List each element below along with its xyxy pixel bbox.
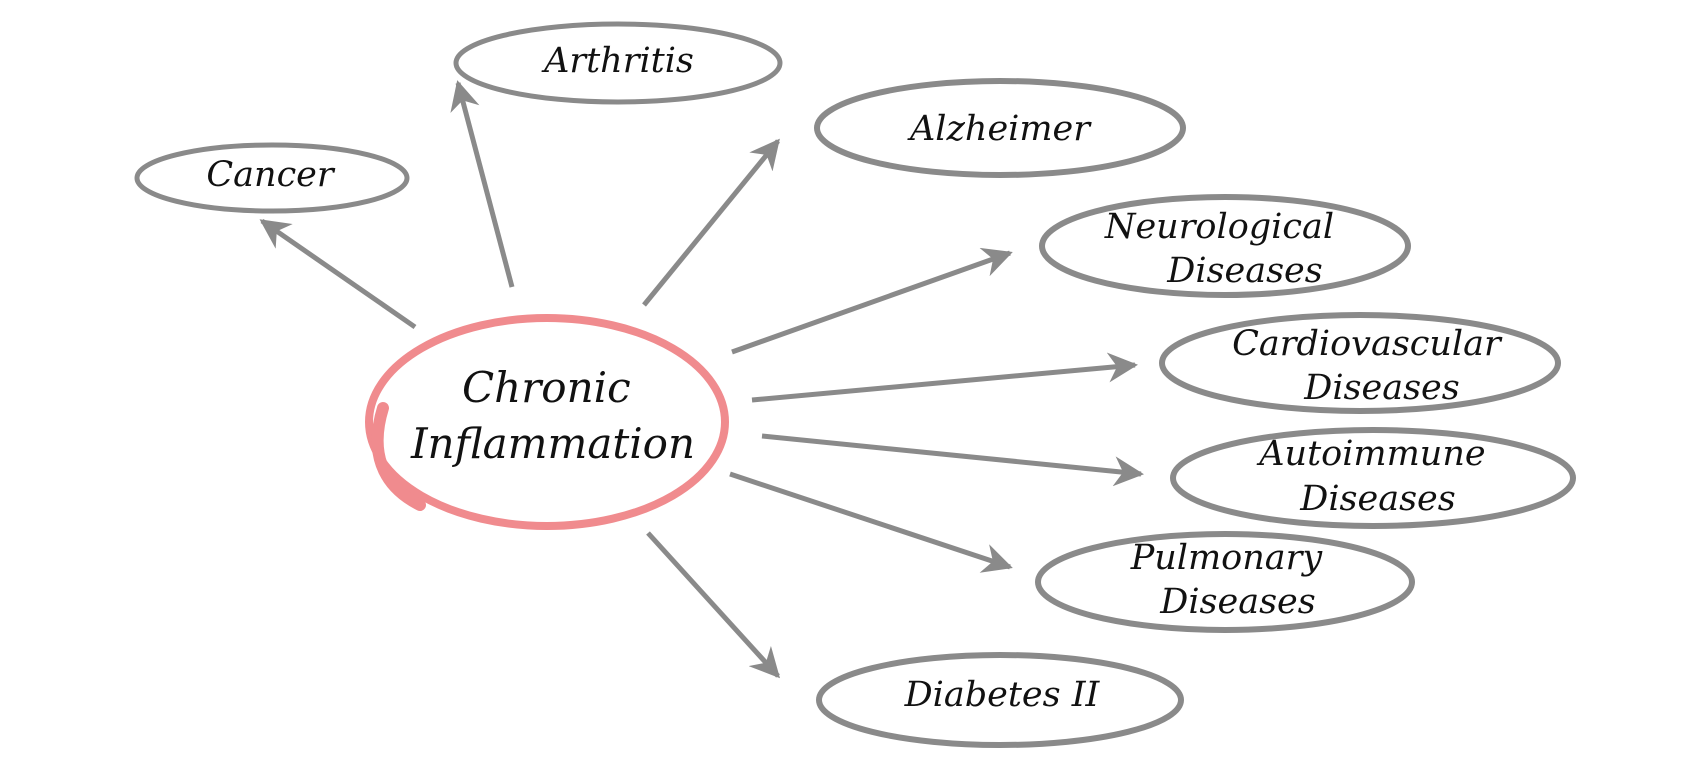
center-node: Chronic Inflammation xyxy=(365,314,729,530)
arrow-to-cardiovascular xyxy=(751,352,1138,403)
node-label-line: Diseases xyxy=(1166,251,1322,291)
node-cancer: Cancer xyxy=(134,142,410,214)
node-cardiovascular: Cardiovascular Diseases xyxy=(1159,312,1561,414)
arrow-to-cancer xyxy=(259,218,417,330)
node-label-line: Diseases xyxy=(1159,582,1315,622)
node-ring xyxy=(1159,312,1561,414)
node-label-arthritis: Arthritis xyxy=(541,41,694,81)
node-label-line: Alzheimer xyxy=(907,109,1092,149)
node-ring xyxy=(453,21,783,105)
arrow-to-arthritis xyxy=(450,80,515,288)
arrows xyxy=(259,80,1144,679)
node-label-line: Neurological xyxy=(1104,207,1334,247)
node-label-line: Diseases xyxy=(1299,479,1455,519)
node-neurological: Neurological Diseases xyxy=(1039,194,1411,298)
node-label-neurological: Neurological Diseases xyxy=(1104,207,1345,291)
node-ring xyxy=(1039,194,1411,298)
center-ring xyxy=(365,314,729,530)
node-arthritis: Arthritis xyxy=(453,21,783,105)
center-label: Chronic Inflammation xyxy=(410,363,695,468)
node-ring xyxy=(814,78,1186,178)
node-label-line: Diseases xyxy=(1303,368,1459,408)
node-label-line: Pulmonary xyxy=(1130,538,1324,578)
arrow-to-pulmonary xyxy=(729,471,1013,573)
arrow-to-autoimmune xyxy=(761,433,1144,487)
node-diabetes: Diabetes II xyxy=(816,652,1184,748)
arrow-to-neurological xyxy=(731,247,1013,355)
node-alzheimer: Alzheimer xyxy=(814,78,1186,178)
node-label-cardiovascular: Cardiovascular Diseases xyxy=(1232,324,1512,408)
node-label-line: Diabetes II xyxy=(904,675,1101,715)
node-label-pulmonary: Pulmonary Diseases xyxy=(1130,538,1334,622)
center-ring-brush-stroke xyxy=(371,402,426,511)
node-label-cancer: Cancer xyxy=(206,155,336,195)
arrow-to-alzheimer xyxy=(642,138,780,307)
node-autoimmune: Autoimmune Diseases xyxy=(1170,427,1576,529)
node-label-line: Arthritis xyxy=(541,41,694,81)
node-ring xyxy=(134,142,410,214)
node-ring xyxy=(1170,427,1576,529)
arrow-to-diabetes xyxy=(646,531,781,679)
node-label-diabetes: Diabetes II xyxy=(904,675,1101,715)
node-ring xyxy=(816,652,1184,748)
center-label-line-1: Chronic xyxy=(462,363,631,412)
node-label-line: Autoimmune xyxy=(1256,434,1485,474)
node-label-alzheimer: Alzheimer xyxy=(907,109,1092,149)
node-label-line: Cancer xyxy=(206,155,336,195)
center-label-line-2: Inflammation xyxy=(410,419,695,468)
node-ring xyxy=(1035,531,1415,633)
node-label-line: Cardiovascular xyxy=(1232,324,1503,364)
node-pulmonary: Pulmonary Diseases xyxy=(1035,531,1415,633)
node-label-autoimmune: Autoimmune Diseases xyxy=(1256,434,1496,519)
